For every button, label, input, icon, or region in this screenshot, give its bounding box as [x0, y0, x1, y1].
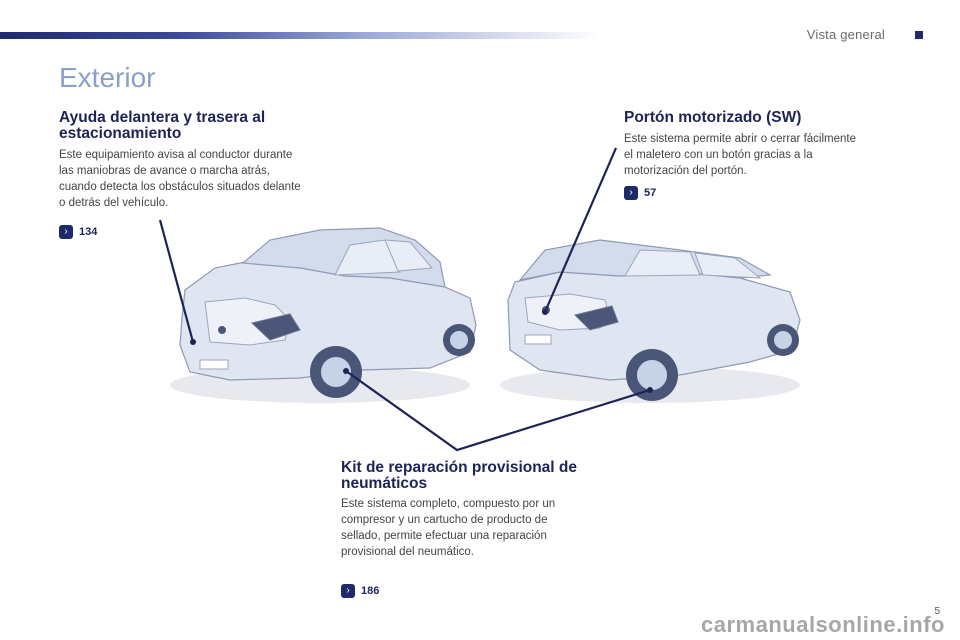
power-tailgate-text-line: motorización del portón. — [624, 165, 747, 177]
section-label: Vista general — [806, 27, 885, 42]
callout-dot — [647, 387, 653, 393]
watermark: carmanualsonline.info — [701, 612, 945, 637]
repair-kit-callout — [345, 370, 651, 452]
power-tailgate-page-link[interactable]: › 57 — [624, 186, 656, 200]
repair-kit-text-line: compresor y un cartucho de producto de — [341, 514, 548, 526]
repair-kit-text-line: Este sistema completo, compuesto por un — [341, 498, 556, 510]
parking-aid-text-line: cuando detecta los obstáculos situados d… — [59, 181, 301, 193]
callout-dot — [190, 339, 196, 345]
parking-aid-heading: Ayuda delantera y trasera al estacionami… — [59, 110, 265, 142]
page-number: 5 — [934, 606, 940, 617]
callout-dot — [343, 368, 349, 374]
power-tailgate-heading: Portón motorizado (SW) — [624, 109, 802, 126]
repair-kit-text-line: provisional del neumático. — [341, 546, 474, 558]
callout-lines — [158, 147, 651, 452]
repair-kit-page-link[interactable]: › 186 — [341, 584, 379, 598]
repair-kit-heading-line1: Kit de reparación provisional de — [341, 459, 578, 476]
chevron-right-icon: › — [341, 584, 355, 598]
parking-aid-page-ref: 134 — [79, 226, 98, 238]
section-marker-square — [915, 31, 923, 39]
repair-kit-text-line: sellado, permite efectuar una reparación — [341, 530, 547, 542]
repair-kit-heading: Kit de reparación provisional de neumáti… — [341, 460, 577, 492]
parking-aid-text-line: las maniobras de avance o marcha atrás, — [59, 165, 270, 177]
power-tailgate-text-line: Este sistema permite abrir o cerrar fáci… — [624, 133, 856, 145]
chevron-right-icon: › — [59, 225, 73, 239]
repair-kit-page-ref: 186 — [361, 585, 380, 597]
chevron-right-icon: › — [624, 186, 638, 200]
power-tailgate-page-ref: 57 — [644, 187, 657, 199]
parking-aid-text-line: o detrás del vehículo. — [59, 197, 169, 209]
power-tailgate-callout — [543, 147, 618, 313]
parking-aid-heading-line1: Ayuda delantera y trasera al — [59, 109, 266, 126]
parking-aid-callout — [158, 219, 195, 343]
power-tailgate-text-line: el maletero con un botón gracias a la — [624, 149, 813, 161]
estate-illustration — [500, 239, 801, 403]
callout-dot — [542, 309, 548, 315]
parking-aid-heading-line2: estacionamiento — [59, 125, 182, 142]
power-tailgate-text: Este sistema permite abrir o cerrar fáci… — [624, 131, 856, 179]
sedan-illustration — [170, 227, 477, 403]
repair-kit-text: Este sistema completo, compuesto por un … — [341, 496, 555, 560]
parking-aid-page-link[interactable]: › 134 — [59, 225, 97, 239]
page-title: Exterior — [59, 62, 156, 93]
header-gradient-bar — [0, 32, 600, 39]
parking-aid-text-line: Este equipamiento avisa al conductor dur… — [59, 149, 293, 161]
repair-kit-heading-line2: neumáticos — [341, 475, 428, 492]
parking-aid-text: Este equipamiento avisa al conductor dur… — [59, 147, 301, 211]
